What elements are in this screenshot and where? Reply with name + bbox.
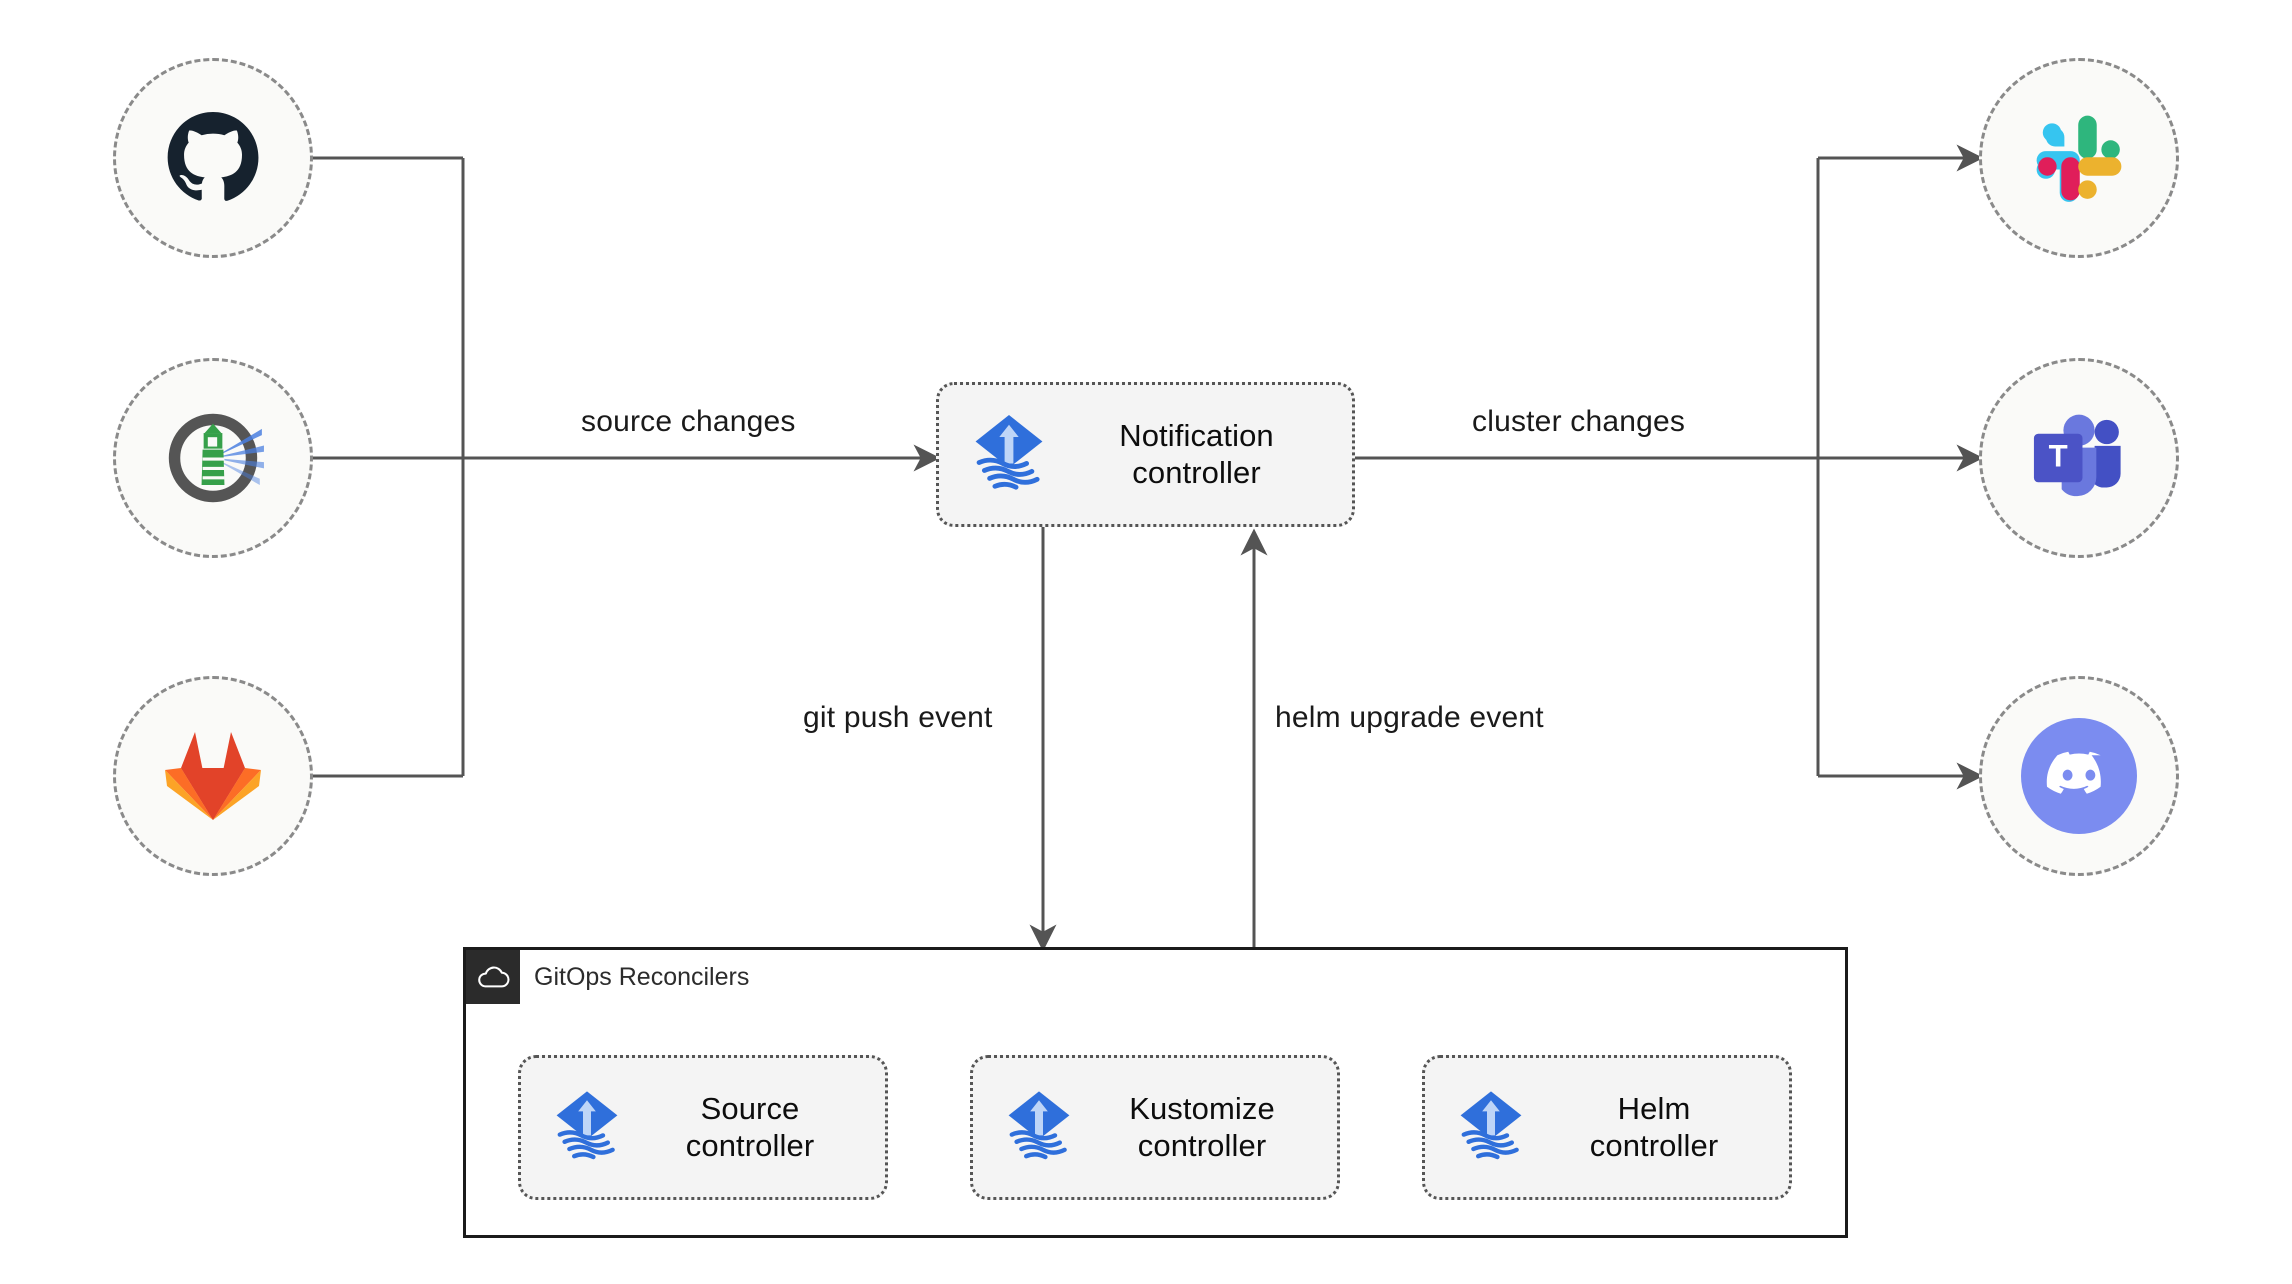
target-node-teams[interactable]: T <box>1979 358 2179 558</box>
edge-label-git-push-event: git push event <box>803 701 993 734</box>
edge-label-source-changes: source changes <box>581 405 796 438</box>
source-controller-label: Source controller <box>685 1090 815 1163</box>
flux-logo-icon <box>547 1085 627 1170</box>
source-node-gitlab[interactable] <box>113 676 313 876</box>
helm-controller-box[interactable]: Helm controller <box>1422 1055 1792 1200</box>
kustomize-controller-label: Kustomize controller <box>1129 1090 1275 1163</box>
source-node-github[interactable] <box>113 58 313 258</box>
slack-icon <box>2032 111 2126 205</box>
notification-controller-label: Notification controller <box>1119 417 1274 490</box>
discord-icon <box>2017 714 2141 838</box>
flux-logo-icon <box>999 1085 1079 1170</box>
source-controller-box[interactable]: Source controller <box>518 1055 888 1200</box>
helm-controller-label: Helm controller <box>1589 1090 1719 1163</box>
gitlab-icon <box>163 730 263 822</box>
target-node-slack[interactable] <box>1979 58 2179 258</box>
svg-text:T: T <box>2049 439 2068 474</box>
flux-logo-icon <box>1451 1085 1531 1170</box>
gitops-reconcilers-container: GitOps Reconcilers Source controller <box>463 947 1848 1238</box>
teams-icon: T <box>2027 411 2131 505</box>
edge-label-helm-upgrade-event: helm upgrade event <box>1275 701 1544 734</box>
gitops-title: GitOps Reconcilers <box>534 962 750 991</box>
notification-controller-box[interactable]: Notification controller <box>936 382 1355 527</box>
cloud-icon <box>466 950 520 1004</box>
source-node-flux[interactable] <box>113 358 313 558</box>
edge-label-cluster-changes: cluster changes <box>1472 405 1686 438</box>
target-node-discord[interactable] <box>1979 676 2179 876</box>
kustomize-controller-box[interactable]: Kustomize controller <box>970 1055 1340 1200</box>
flux-logo-icon <box>965 408 1053 501</box>
lighthouse-icon <box>161 406 265 510</box>
github-icon <box>165 110 261 206</box>
gitops-header: GitOps Reconcilers <box>466 950 749 1004</box>
